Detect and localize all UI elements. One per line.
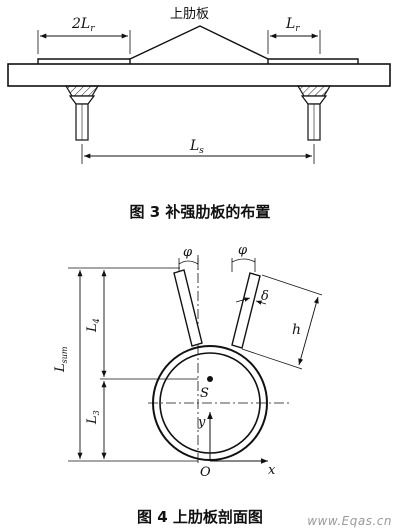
phi-left-label: φ — [183, 245, 193, 260]
Lsum-label: Lsum — [53, 346, 69, 373]
delta-arrow-left — [235, 297, 251, 303]
L4-label: L4 — [85, 318, 101, 333]
phi-left-arc — [178, 260, 199, 265]
phi-right-arc — [231, 258, 256, 263]
dim-2Lr-label: 2Lr — [71, 16, 95, 34]
right-support — [296, 85, 332, 141]
right-rib-plate — [267, 58, 359, 64]
left-support — [64, 85, 100, 141]
figure4-drawing: φ φ δ h Lsum L4 L3 — [53, 243, 323, 480]
left-rib — [173, 269, 203, 347]
upper-rib-plate — [129, 25, 269, 60]
h-label: h — [292, 322, 301, 338]
x-label: x — [268, 463, 276, 478]
dim-h-line — [298, 296, 319, 366]
phi-right-label: φ — [238, 243, 248, 258]
dim-Lr-label: Lr — [285, 16, 300, 34]
figure3-drawing: 2Lr Lr 上肋板 — [7, 7, 391, 164]
origin-label: O — [200, 465, 211, 480]
watermark: www.Eqas.cn — [307, 514, 392, 528]
right-rib — [231, 272, 261, 349]
left-rib-plate — [37, 58, 131, 64]
S-label: S — [200, 386, 209, 401]
base-plate — [7, 63, 391, 87]
delta-label: δ — [261, 289, 269, 304]
L3-label: L3 — [85, 410, 101, 425]
dim-Ls-label: Ls — [189, 138, 204, 156]
centroid-point — [207, 376, 213, 382]
delta-arrow-right — [255, 300, 267, 305]
figure4-caption: 图 4 上肋板剖面图 — [137, 508, 263, 526]
upper-rib-label: 上肋板 — [170, 7, 209, 22]
figure3-caption: 图 3 补强肋板的布置 — [129, 203, 271, 221]
y-label: y — [197, 415, 206, 430]
